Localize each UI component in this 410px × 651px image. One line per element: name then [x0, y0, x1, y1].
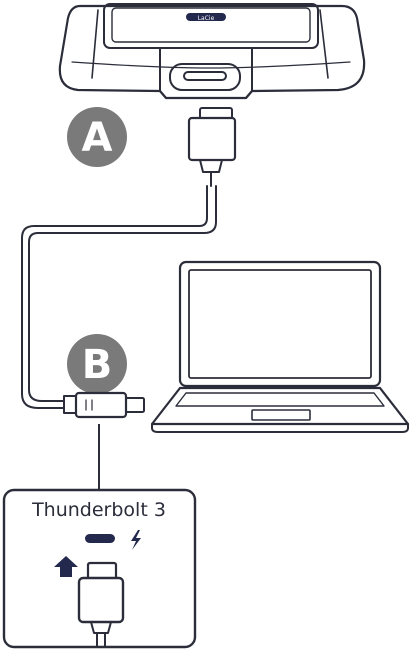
step-b-badge: B	[67, 334, 127, 394]
arrow-up-icon	[54, 556, 78, 577]
lightning-bolt-icon	[131, 530, 141, 550]
laptop	[150, 260, 410, 433]
step-a-label: A	[82, 115, 113, 161]
usb-c-plug-icon	[77, 561, 125, 648]
lacie-logo: LaCie	[186, 13, 226, 22]
thunderbolt-callout: Thunderbolt 3	[2, 488, 197, 649]
step-a-badge: A	[67, 107, 127, 167]
step-b-label: B	[82, 342, 113, 388]
drive-side-plug-icon	[187, 107, 237, 187]
laptop-side-plug-icon	[63, 391, 145, 419]
logo-text: LaCie	[198, 15, 215, 22]
usb-c-port-icon	[85, 534, 115, 543]
external-drive	[58, 3, 366, 100]
callout-title: Thunderbolt 3	[31, 499, 166, 521]
usb-cable	[21, 185, 217, 409]
